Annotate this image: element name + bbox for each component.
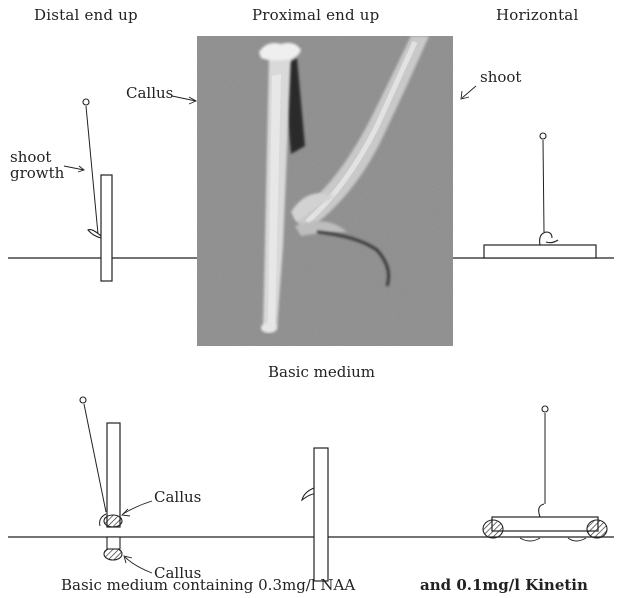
shoot-growth-label-line2: growth: [10, 166, 64, 181]
shoot-horizontal-top: [543, 140, 544, 232]
callus-upper-pointer: [123, 501, 152, 514]
callus-upper-distal: [104, 515, 122, 527]
callus-lower-distal: [104, 548, 122, 560]
callus-horizontal-right: [587, 520, 607, 538]
shoot-distal-bottom: [84, 404, 106, 512]
cutting-distal-top: [101, 175, 112, 281]
shoot-growth-label-line1: shoot: [10, 150, 51, 165]
callus-lower-pointer: [125, 557, 152, 573]
bud-proximal-bottom: [302, 488, 314, 500]
bud-distal-top: [88, 230, 101, 238]
callus-horizontal-left: [483, 520, 503, 538]
caption-basic-medium: Basic medium: [268, 365, 375, 380]
cutting-horizontal-bottom: [492, 517, 598, 531]
caption-supplemented-medium-a: Basic medium containing 0.3mg/l NAA: [61, 578, 355, 593]
callus-photo-label: Callus: [126, 86, 173, 101]
cutting-horizontal-top: [484, 245, 596, 258]
shoot-photo-pointer: [462, 86, 476, 98]
shoot-distal-top: [86, 106, 98, 234]
callus-upper-label: Callus: [154, 490, 201, 505]
cutting-distal-bottom: [107, 423, 120, 527]
caption-supplemented-medium-b: and 0.1mg/l Kinetin: [420, 578, 588, 593]
cutting-proximal-bottom: [314, 448, 328, 581]
shoot-photo-label: shoot: [480, 70, 521, 85]
